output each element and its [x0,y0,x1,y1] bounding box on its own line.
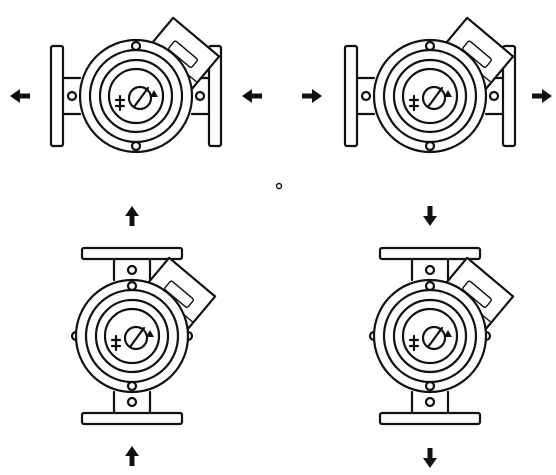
pump-vertical-flow-up [70,246,217,426]
arrow-down-icon [423,206,437,226]
arrow-left-icon [242,89,262,103]
arrow-down-icon [423,448,437,468]
arrow-right-icon [532,89,552,103]
arrow-up-icon [125,446,139,466]
arrow-right-icon [302,89,322,103]
pump-vertical-flow-down [368,246,515,426]
pump-horizontal-flow-left [49,16,223,154]
arrow-left-icon [10,89,30,103]
center-mark [275,182,283,190]
arrow-up-icon [125,206,139,226]
pump-horizontal-flow-right [343,16,517,154]
